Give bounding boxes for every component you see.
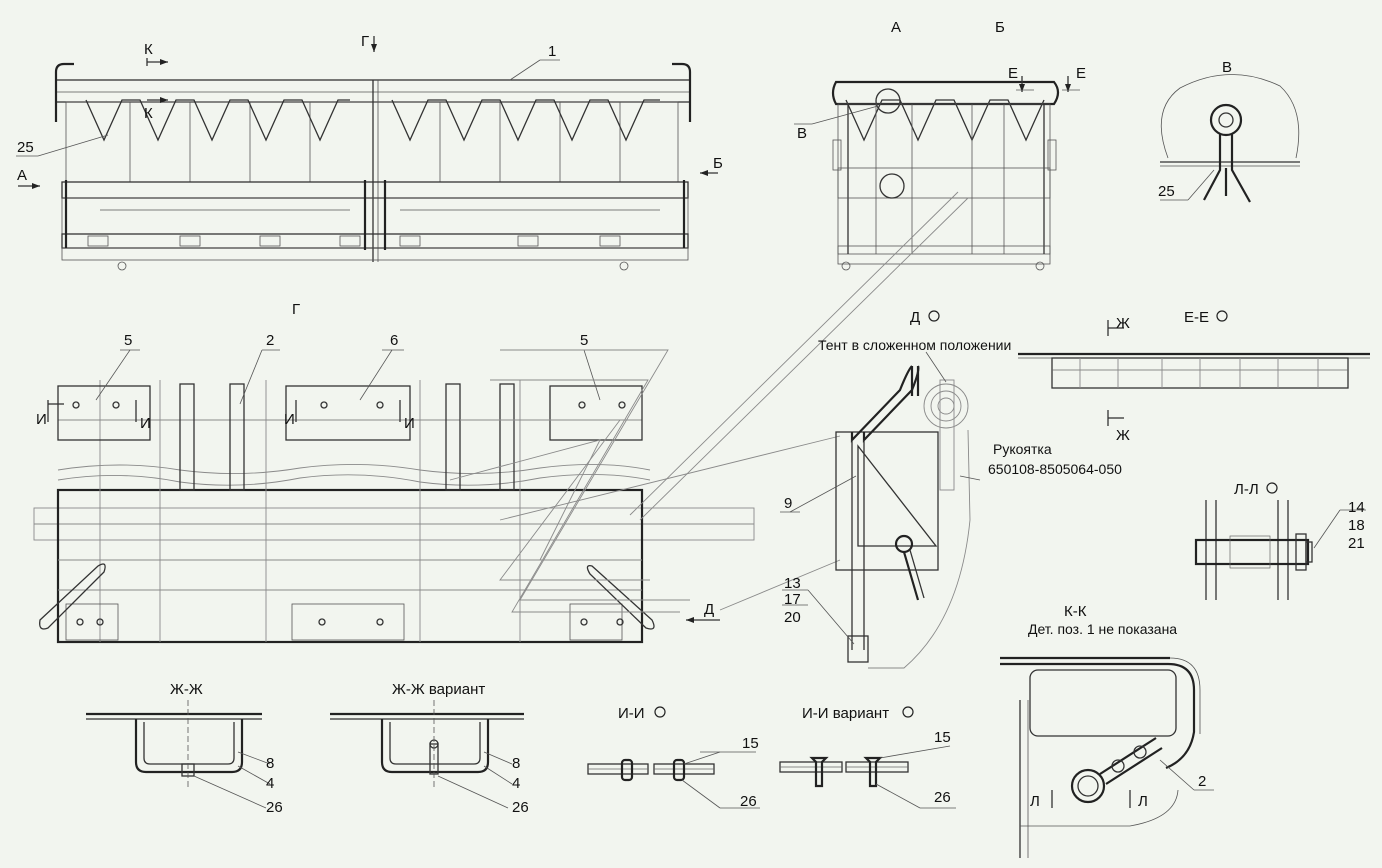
plan-pos-5b: 5 [580,332,588,349]
side-callout-v: В [797,125,807,142]
plan-view-g [33,349,755,644]
front-arrow-g: Г [361,33,369,50]
side-arrow-e-right: Е [1076,65,1086,82]
plan-arrow-d: Д [704,601,714,618]
section-zhzh-view [86,700,271,809]
section-kk-title: К-К [1064,603,1087,620]
front-pos-1: 1 [548,43,556,60]
section-zhzh-pos-26: 26 [266,799,283,816]
section-ll-rotation-icon [1266,482,1278,494]
section-kk-arrow-l-left: Л [1030,793,1040,810]
detail-d-title: Д [910,309,920,326]
section-ee-arrow-zh-bottom: Ж [1116,427,1130,444]
section-kk-view [1000,656,1214,858]
section-ll-pos-18: 18 [1348,517,1365,534]
section-zhzh-pos-8: 8 [266,755,274,772]
detail-d-view [449,191,981,669]
section-ii-variant-pos-15: 15 [934,729,951,746]
section-ii-pos-15: 15 [742,735,759,752]
plan-section-i-4: И [404,415,415,432]
detail-d-pos-9: 9 [784,495,792,512]
section-zhzh-variant-pos-4: 4 [512,775,520,792]
side-arrow-e-left: Е [1008,65,1018,82]
section-kk-pos-2: 2 [1198,773,1206,790]
detail-d-handle-part: 650108-8505064-050 [988,461,1122,477]
section-zhzh-variant-view [330,700,524,809]
section-kk-note: Дет. поз. 1 не показана [1028,621,1177,637]
detail-d-pos-17: 17 [784,591,801,608]
section-ii-view [587,751,760,809]
detail-v-title: В [1222,59,1232,76]
section-ll-title: Л-Л [1234,481,1259,498]
section-ii-pos-26: 26 [740,793,757,810]
detail-d-pos-20: 20 [784,609,801,626]
side-title-b: Б [995,19,1005,36]
section-zhzh-pos-4: 4 [266,775,274,792]
plan-pos-6: 6 [390,332,398,349]
side-view [794,76,1080,271]
front-view [16,36,718,271]
front-arrow-a: А [17,167,27,184]
detail-v-view [1160,74,1300,203]
plan-pos-2: 2 [266,332,274,349]
section-ii-title: И-И [618,705,645,722]
section-ee-view [1018,320,1370,426]
section-zhzh-variant-pos-26: 26 [512,799,529,816]
side-title-a: А [891,19,901,36]
detail-d-folded-caption: Тент в сложенном положении [818,337,1011,353]
front-arrow-k-2: К [144,105,153,122]
section-ee-title: Е-Е [1184,309,1209,326]
section-ii-rotation-icon [654,706,666,718]
plan-section-i-3: И [284,411,295,428]
section-ee-rotation-icon [1216,310,1228,322]
section-ii-variant-view [779,745,956,809]
section-ll-pos-21: 21 [1348,535,1365,552]
plan-title-g: Г [292,301,300,318]
plan-pos-5a: 5 [124,332,132,349]
section-ii-variant-rotation-icon [902,706,914,718]
front-arrow-k: К [144,41,153,58]
detail-d-rotation-icon [928,310,940,322]
section-ll-pos-14: 14 [1348,499,1365,516]
front-pos-25: 25 [17,139,34,156]
front-arrow-b: Б [713,155,723,172]
section-kk-arrow-l-right: Л [1138,793,1148,810]
detail-d-handle-caption: Рукоятка [993,441,1052,457]
detail-v-pos-25: 25 [1158,183,1175,200]
plan-section-i-2: И [140,415,151,432]
section-zhzh-variant-title: Ж-Ж вариант [392,681,485,698]
section-zhzh-title: Ж-Ж [170,681,203,698]
section-ee-arrow-zh-top: Ж [1116,315,1130,332]
section-ii-variant-pos-26: 26 [934,789,951,806]
section-ll-view [1194,500,1366,600]
section-ii-variant-title: И-И вариант [802,705,889,722]
plan-section-i-1: И [36,411,47,428]
detail-d-pos-13: 13 [784,575,801,592]
section-zhzh-variant-pos-8: 8 [512,755,520,772]
